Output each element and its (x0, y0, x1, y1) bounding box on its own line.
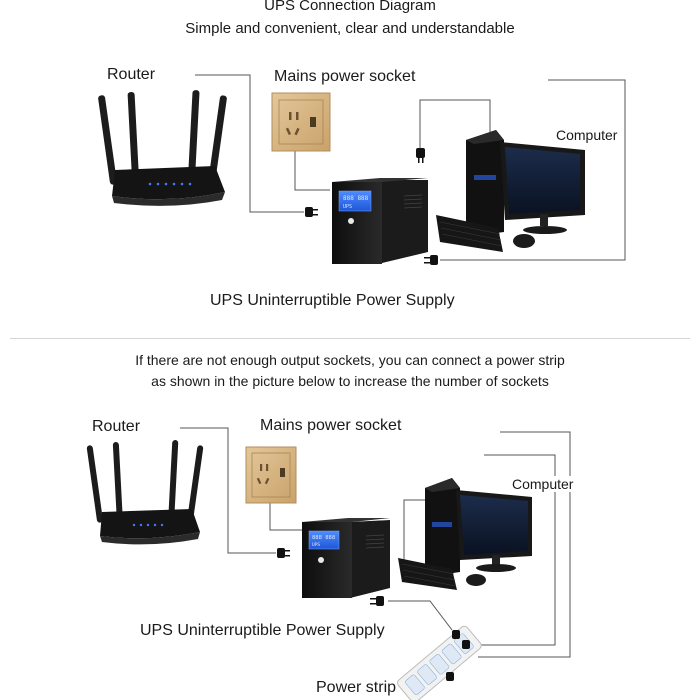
wall-socket-bottom-icon (245, 446, 297, 504)
plug-icon (462, 640, 470, 649)
note-line-2: as shown in the picture below to increas… (151, 373, 549, 389)
computer-label-bottom: Computer (510, 476, 576, 492)
computer-top-icon (436, 130, 585, 252)
computer-label-top: Computer (554, 127, 620, 143)
ups-label-bottom: UPS Uninterruptible Power Supply (140, 622, 385, 639)
power-strip-icon (397, 625, 482, 700)
plug-icon (305, 207, 318, 217)
section-divider (10, 338, 690, 339)
ups-top-display-text: 888 888 (343, 195, 369, 202)
socket-label-top: Mains power socket (274, 68, 416, 85)
plug-icon (416, 148, 425, 163)
router-label-top: Router (107, 66, 156, 83)
ups-top-display-sub: UPS (343, 204, 352, 210)
plug-icon (446, 672, 454, 681)
ups-bottom-icon: 888 888 UPS (302, 518, 390, 598)
plug-icon (370, 596, 384, 606)
ups-top-icon: 888 888 UPS (332, 178, 428, 264)
wires-bottom (180, 427, 571, 658)
power-strip-label: Power strip (316, 679, 397, 696)
computer-bottom-icon (398, 478, 532, 590)
ups-bottom-display-text: 888 888 (312, 535, 335, 541)
note-line-1: If there are not enough output sockets, … (135, 352, 565, 368)
diagram-title: UPS Connection Diagram (264, 0, 436, 14)
plug-icon (424, 255, 438, 265)
router-label-bottom: Router (92, 418, 141, 435)
wall-socket-top-icon (271, 92, 331, 152)
plug-icon (452, 630, 460, 639)
plug-icon (277, 548, 290, 558)
socket-label-bottom: Mains power socket (260, 417, 402, 434)
diagram-subtitle: Simple and convenient, clear and underst… (185, 20, 515, 37)
ups-bottom-display-sub: UPS (312, 542, 320, 548)
ups-label-top: UPS Uninterruptible Power Supply (210, 292, 455, 309)
router-bottom-icon (86, 440, 204, 545)
router-top-icon (98, 90, 227, 206)
wires-top (195, 74, 626, 261)
